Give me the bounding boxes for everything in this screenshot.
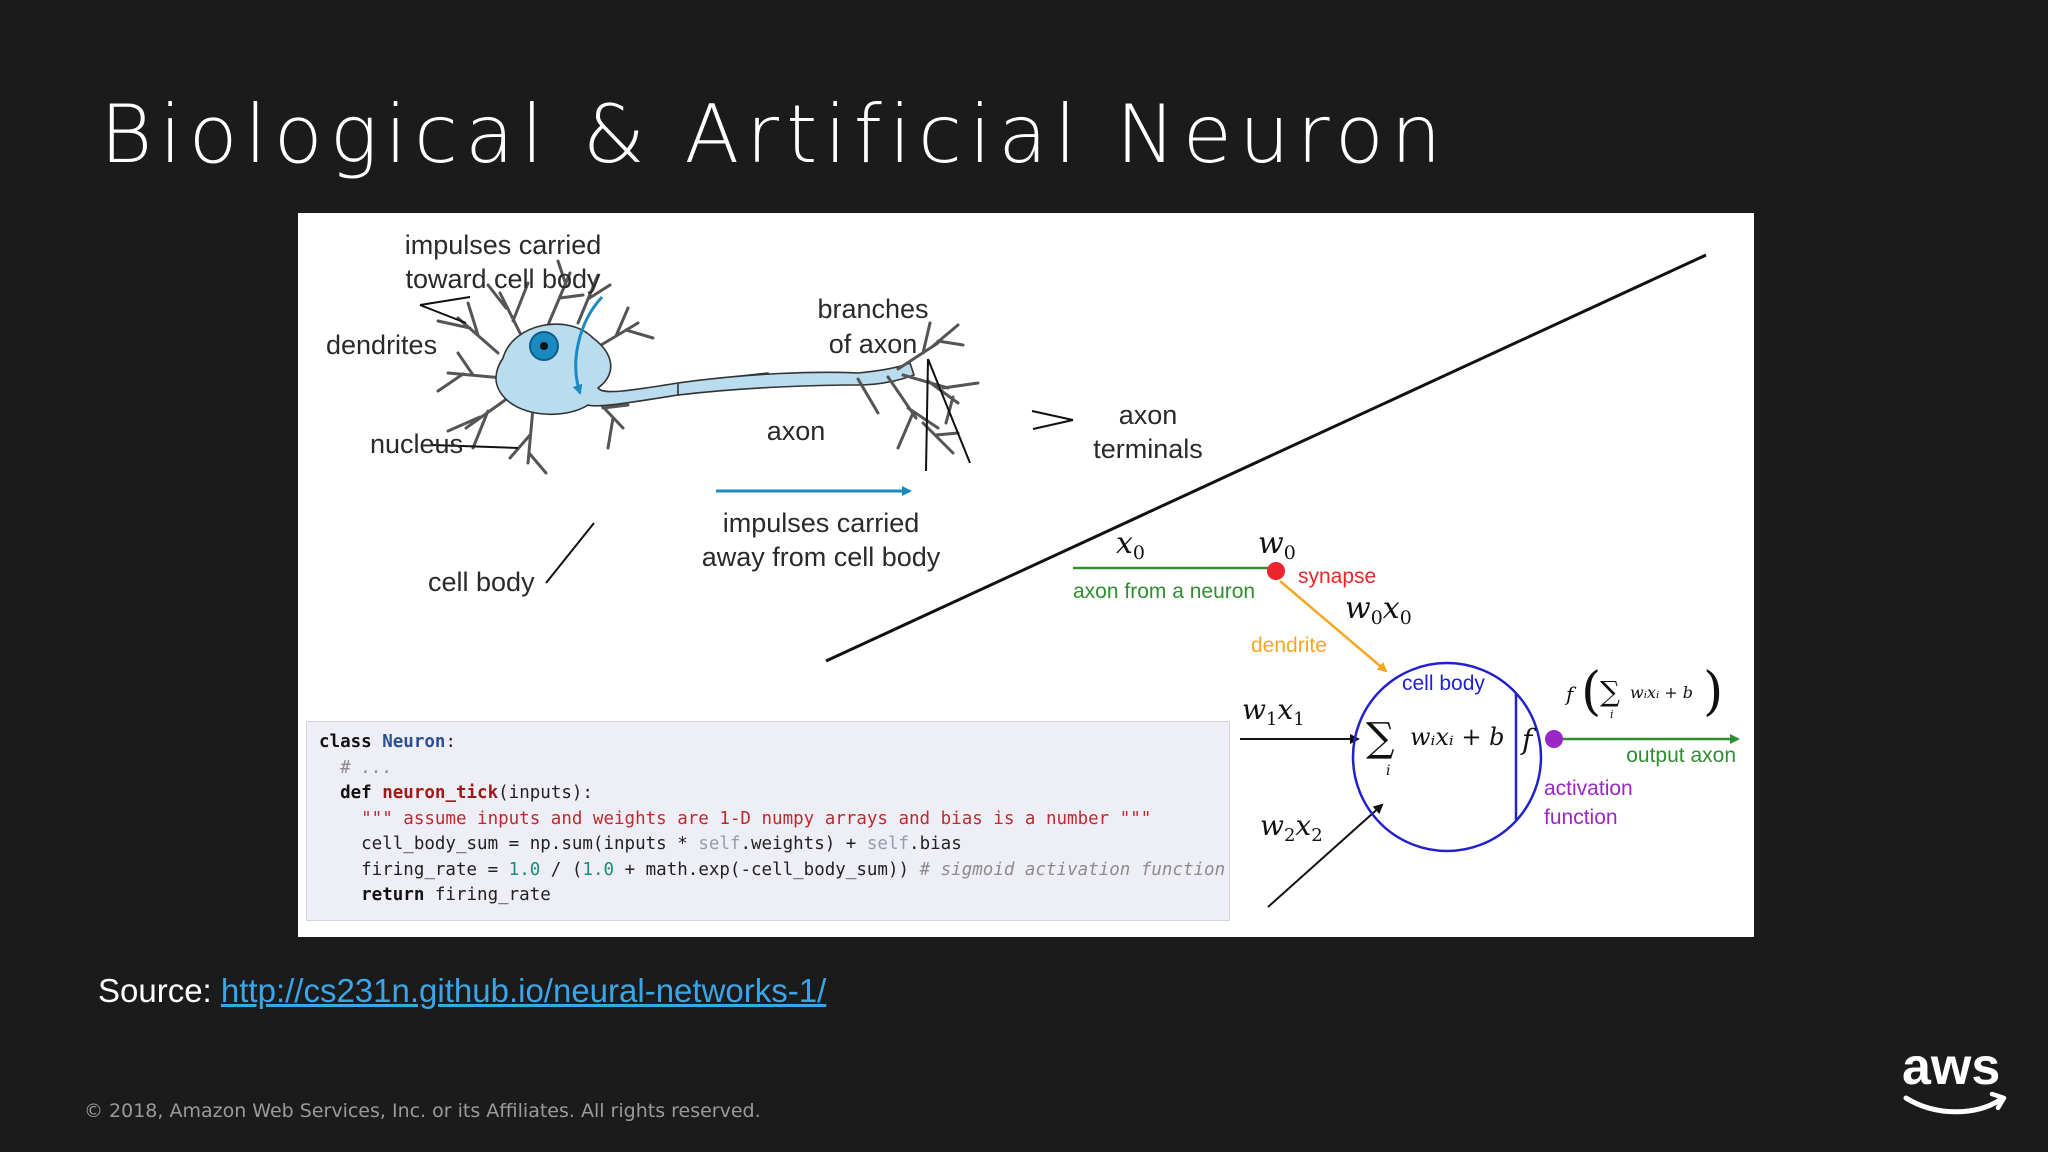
- code-block: class Neuron: # ... def neuron_tick(inpu…: [306, 721, 1230, 921]
- sum-expression: wᵢxᵢ + b: [1410, 723, 1504, 751]
- cell-body-pointer: [545, 522, 595, 584]
- sum-index: i: [1386, 763, 1390, 779]
- biological-neuron: [436, 259, 980, 475]
- artificial-neuron: [1073, 562, 1740, 908]
- label-terminals-1: axon: [1119, 400, 1178, 430]
- label-nucleus: nucleus: [370, 429, 463, 459]
- label-impulses-toward-2: toward cell body: [405, 264, 601, 294]
- label-cell-body-art: cell body: [1402, 672, 1485, 695]
- nucleus-pointer: [431, 444, 519, 449]
- svg-text:): ): [1703, 662, 1723, 722]
- axon-shape: [677, 362, 915, 396]
- branches-pointer: [925, 358, 971, 472]
- neuron-diagram-svg: impulses carried toward cell body dendri…: [326, 230, 1740, 908]
- activation-dot: [1545, 730, 1563, 748]
- dendrite-line: [1279, 580, 1388, 673]
- output-sum-expression: wᵢxᵢ + b: [1630, 683, 1693, 702]
- aws-smile-icon: [1903, 1095, 2003, 1115]
- label-impulses-away-2: away from cell body: [702, 542, 941, 572]
- sum-symbol: ∑: [1366, 715, 1395, 761]
- label-x0: x: [1116, 526, 1133, 561]
- label-terminals-2: terminals: [1093, 434, 1203, 464]
- svg-text:w1x1: w1x1: [1242, 693, 1305, 730]
- label-branches-1: branches: [817, 294, 928, 324]
- label-impulses-away-1: impulses carried: [723, 508, 920, 538]
- label-synapse: synapse: [1298, 565, 1376, 588]
- activation-f: f: [1520, 723, 1537, 756]
- label-axon-from-neuron: axon from a neuron: [1073, 580, 1255, 603]
- synapse-dot: [1267, 562, 1285, 580]
- label-cell-body: cell body: [428, 567, 535, 597]
- label-dendrites: dendrites: [326, 330, 437, 360]
- w2x2-input-line: [1267, 803, 1384, 908]
- label-w0x0: w: [1345, 591, 1371, 626]
- label-w1x1: w: [1242, 693, 1266, 726]
- label-branches-2: of axon: [829, 329, 918, 359]
- label-axon: axon: [767, 416, 826, 446]
- copyright-notice: © 2018, Amazon Web Services, Inc. or its…: [84, 1100, 761, 1122]
- slide-title: Biological & Artificial Neuron: [100, 88, 1449, 181]
- code-line-2: # ...: [319, 757, 393, 778]
- cell-body-circle: [1351, 661, 1543, 853]
- code-line-4: """ assume inputs and weights are 1-D nu…: [319, 808, 1152, 829]
- label-impulses-toward-1: impulses carried: [405, 230, 602, 260]
- svg-text:x0: x0: [1116, 526, 1145, 564]
- label-dendrite: dendrite: [1251, 634, 1327, 657]
- label-w0: w: [1258, 526, 1284, 561]
- label-output-axon: output axon: [1626, 744, 1736, 767]
- aws-logo-text: aws: [1902, 1040, 2000, 1096]
- output-f: f: [1564, 682, 1577, 706]
- svg-text:w0x0: w0x0: [1345, 591, 1412, 629]
- code-line-1: class Neuron:: [319, 732, 456, 752]
- source-link[interactable]: http://cs231n.github.io/neural-networks-…: [220, 972, 827, 1009]
- svg-text:w2x2: w2x2: [1260, 809, 1323, 846]
- svg-text:w0: w0: [1258, 526, 1296, 564]
- aws-logo: aws: [1902, 1040, 2007, 1115]
- code-line-3: def neuron_tick(inputs):: [319, 783, 593, 803]
- label-activation-2: function: [1544, 806, 1618, 829]
- dendrites-pointer: [419, 296, 471, 324]
- neuron-figure: impulses carried toward cell body dendri…: [298, 213, 1754, 937]
- svg-text:(: (: [1581, 662, 1601, 722]
- terminals-pointer: [1031, 410, 1074, 430]
- output-sum-symbol: ∑: [1600, 675, 1620, 708]
- source-line: Source: http://cs231n.github.io/neural-n…: [98, 972, 826, 1010]
- impulse-toward-arrow: [572, 295, 604, 395]
- source-label: Source:: [98, 972, 212, 1009]
- output-sum-index: i: [1610, 708, 1614, 721]
- label-activation-1: activation: [1544, 777, 1633, 800]
- code-line-5: cell_body_sum = np.sum(inputs * self.wei…: [319, 834, 962, 854]
- label-w2x2: w: [1260, 809, 1284, 842]
- code-line-7: return firing_rate: [319, 885, 551, 905]
- divider-line: [825, 253, 1707, 663]
- code-line-6: firing_rate = 1.0 / (1.0 + math.exp(-cel…: [319, 859, 1226, 880]
